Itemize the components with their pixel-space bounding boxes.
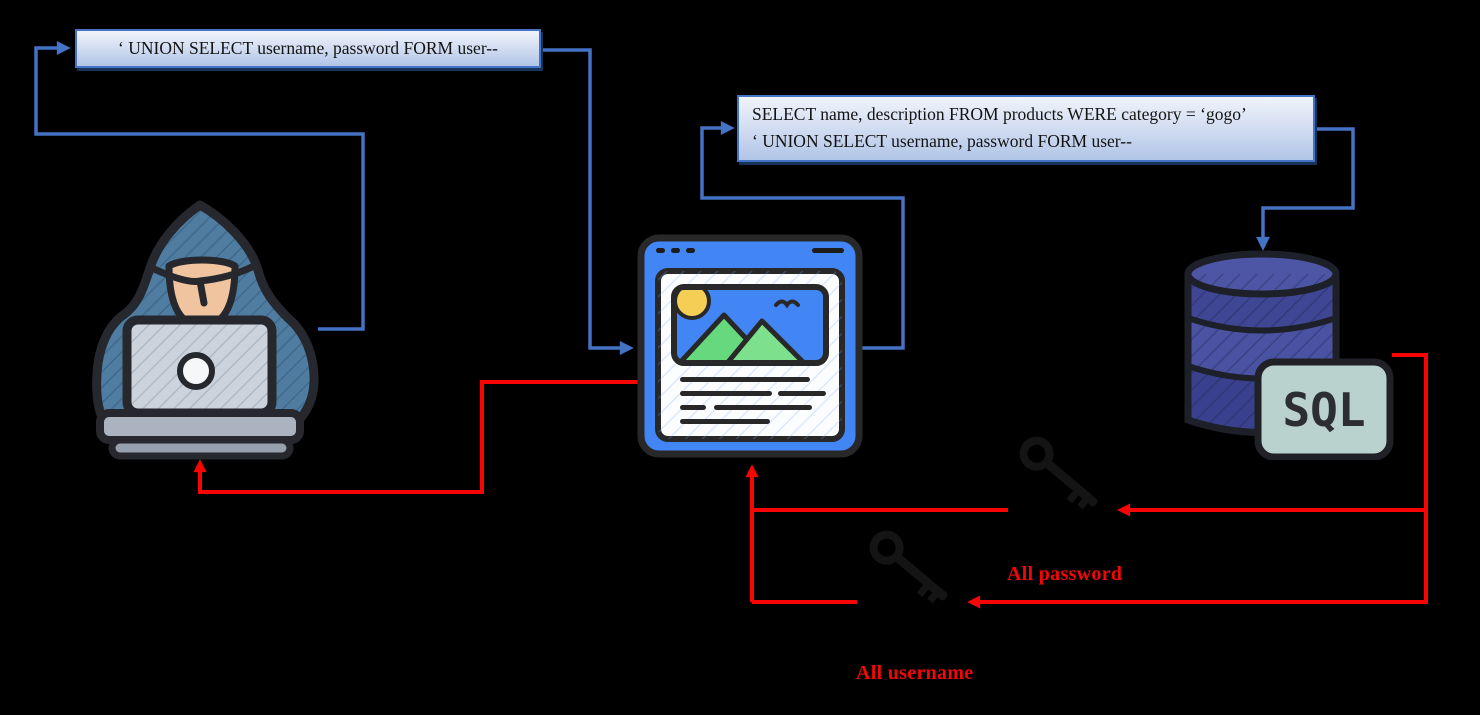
window-dash bbox=[812, 248, 844, 253]
bird-icon bbox=[774, 299, 800, 309]
arrow-browser-to-query2 bbox=[700, 121, 905, 350]
laptop-logo bbox=[177, 352, 215, 390]
window-dot-1 bbox=[656, 248, 665, 253]
arrow-query2-to-database bbox=[1256, 127, 1355, 251]
arrow-query1-to-browser bbox=[543, 48, 634, 355]
sql-label: SQL bbox=[1282, 383, 1365, 437]
browser-icon bbox=[637, 234, 863, 458]
database-icon: SQL bbox=[1184, 250, 1394, 460]
query-box-hacker: ‘ UNION SELECT username, password FORM u… bbox=[75, 29, 541, 68]
text-lines bbox=[680, 377, 826, 424]
sql-badge bbox=[1254, 358, 1394, 460]
all-password-label: All password bbox=[1007, 563, 1123, 585]
mountain-right bbox=[721, 318, 811, 363]
hacker-icon bbox=[92, 200, 319, 460]
arrow-username-row bbox=[967, 353, 1428, 609]
all-username-label: All username bbox=[856, 662, 974, 684]
laptop-base-lip bbox=[108, 436, 294, 460]
laptop-base bbox=[96, 409, 304, 444]
arrow-browser-to-hacker bbox=[193, 380, 640, 494]
hood-brim bbox=[148, 262, 258, 307]
key-icon-username bbox=[869, 530, 948, 604]
window-dot-2 bbox=[671, 248, 680, 253]
server-query-line2: ‘ UNION SELECT username, password FORM u… bbox=[752, 131, 1132, 151]
query-box-server: SELECT name, description FROM products W… bbox=[737, 95, 1315, 162]
key-icon-password bbox=[1019, 436, 1098, 510]
window-dot-3 bbox=[686, 248, 695, 253]
server-query-line1: SELECT name, description FROM products W… bbox=[752, 104, 1247, 124]
hacker-query-text: ‘ UNION SELECT username, password FORM u… bbox=[118, 38, 498, 58]
arrow-hacker-to-query1 bbox=[34, 41, 365, 331]
hero-image-border bbox=[671, 284, 829, 366]
